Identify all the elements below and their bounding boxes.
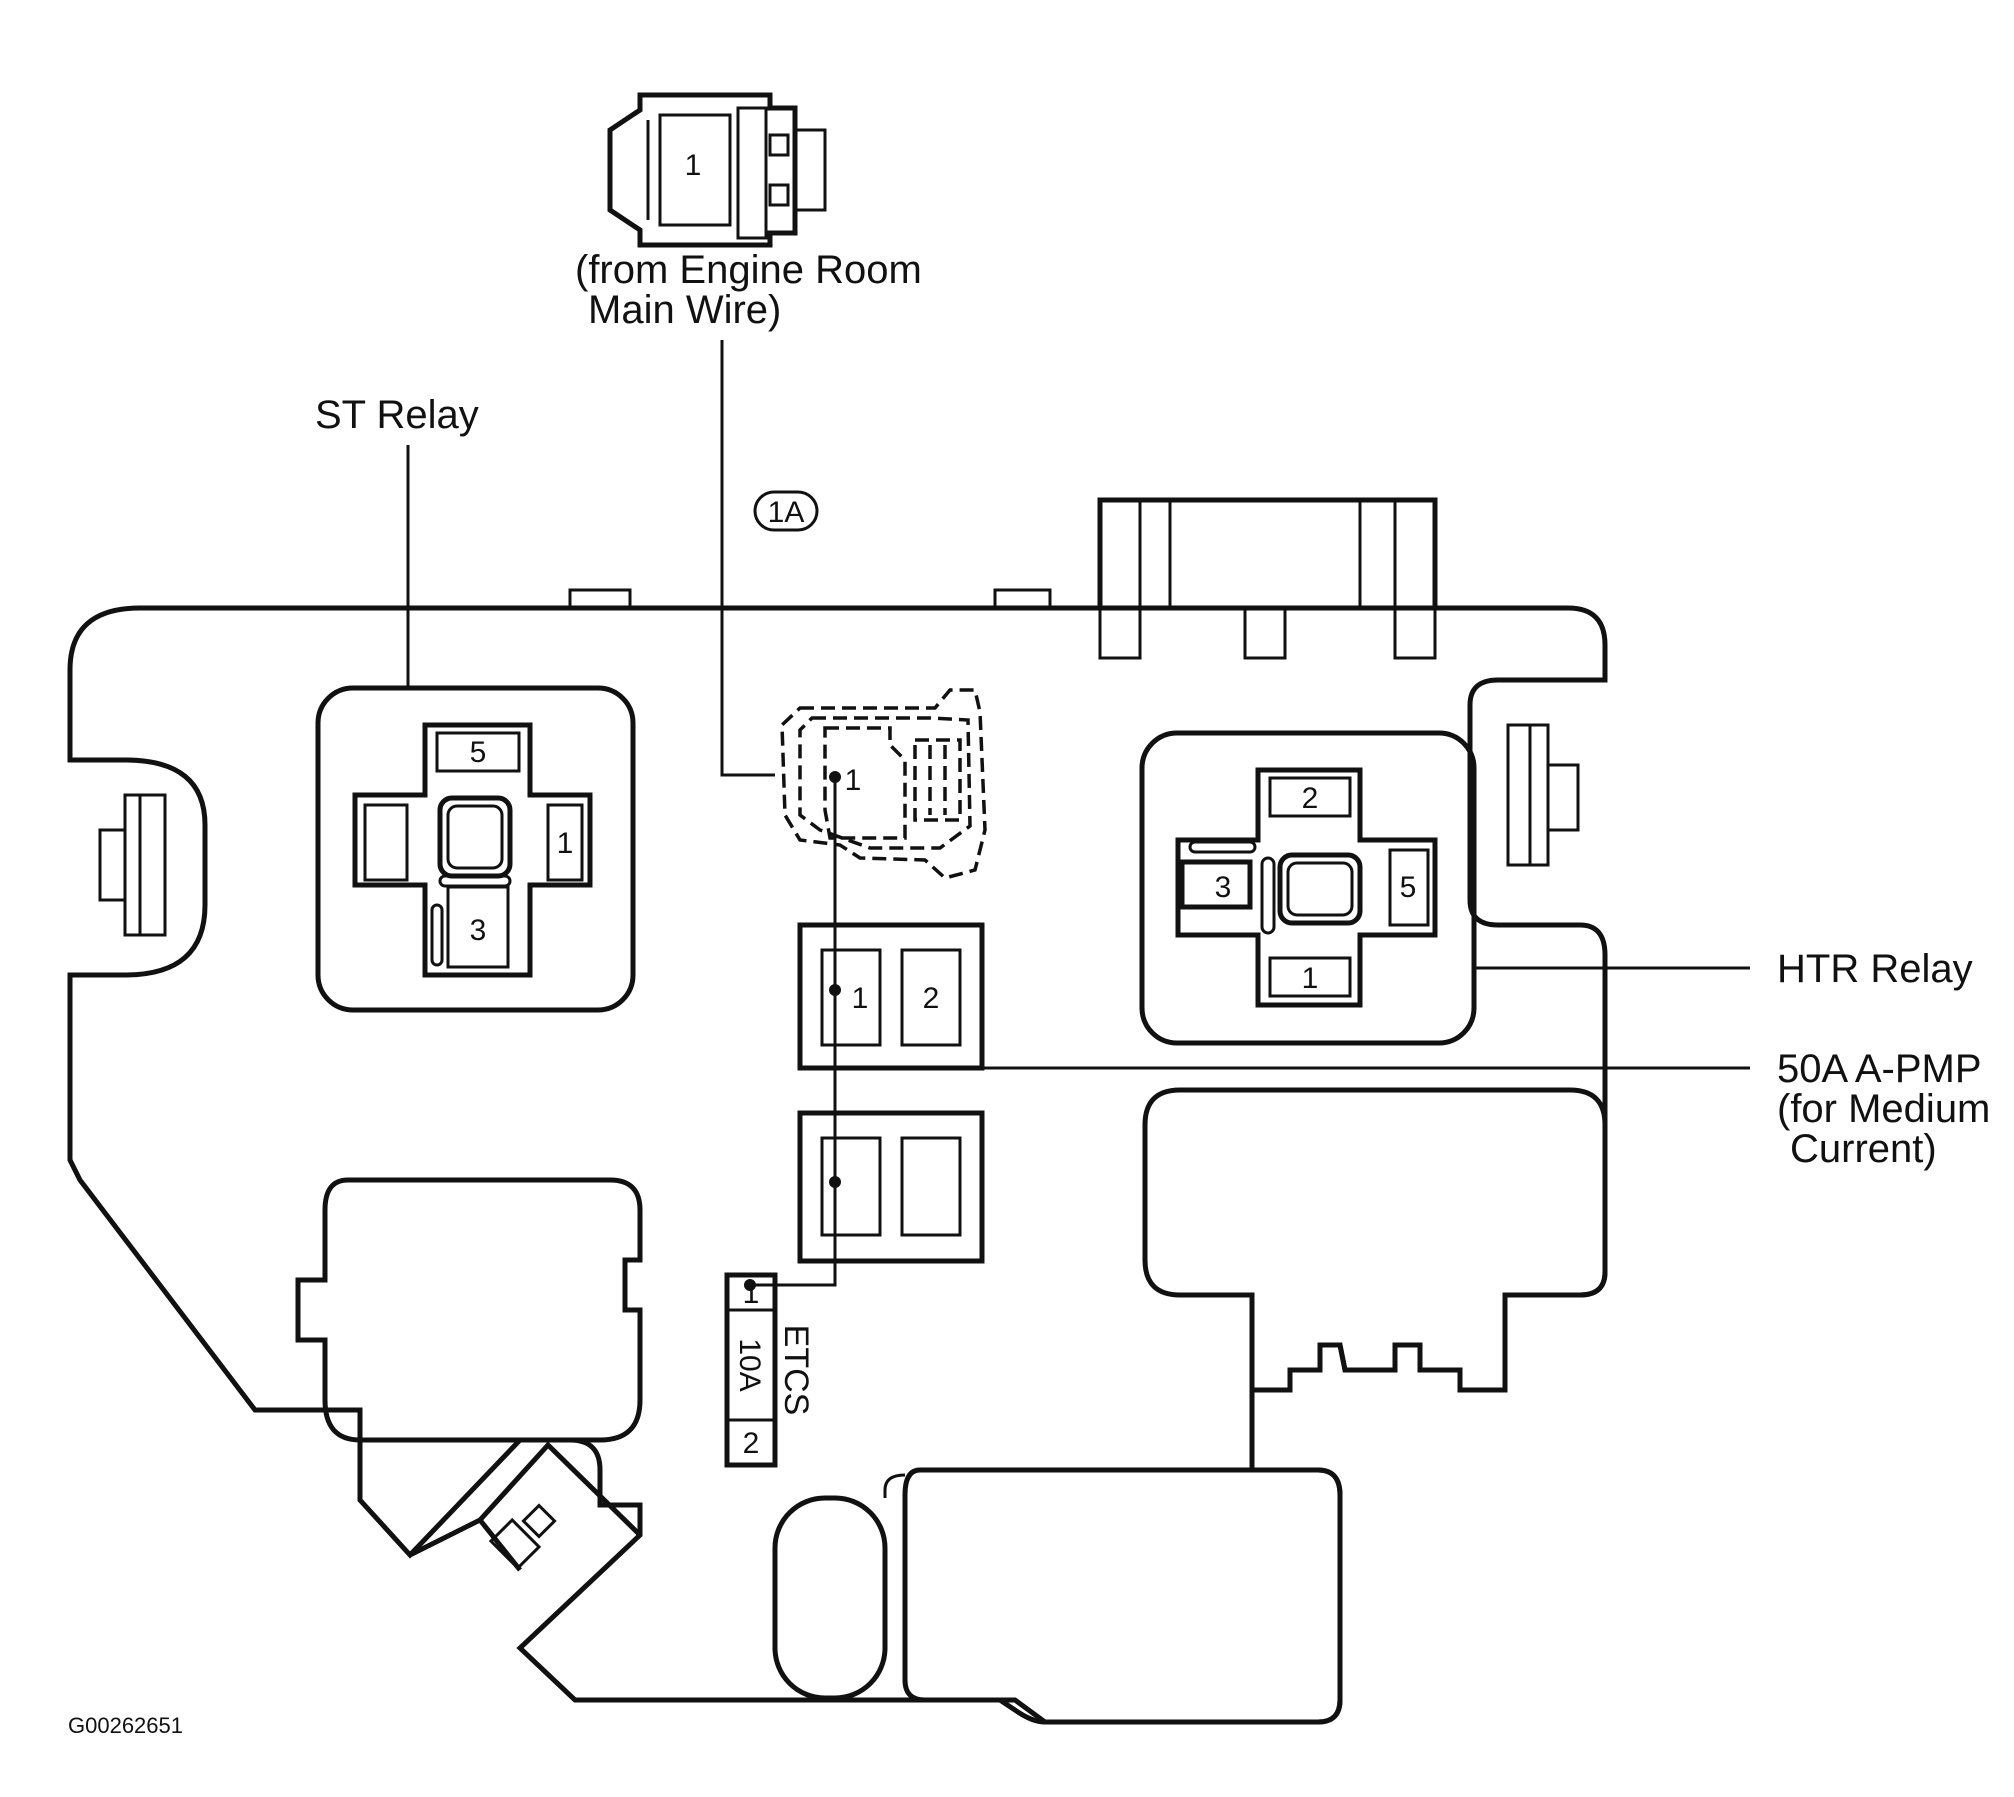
- bottom-left-block: [295, 1177, 643, 1443]
- apmp-label-line2: (for Medium: [1777, 1087, 1990, 1131]
- top-connector-pin: 1: [685, 149, 702, 182]
- top-right-bracket: [1097, 497, 1438, 660]
- connector-1a: [780, 688, 987, 880]
- top-connector: [607, 92, 827, 248]
- second-fuse: [797, 1110, 985, 1264]
- connector-code: 1A: [768, 496, 805, 529]
- etcs-fuse: [724, 1272, 778, 1468]
- htr-relay-pin-right: 5: [1400, 871, 1417, 904]
- apmp-pin-left: 1: [852, 982, 869, 1015]
- st-relay-pin-bottom: 3: [470, 914, 487, 947]
- etcs-rating: 10A: [733, 1338, 766, 1391]
- htr-relay: [1139, 730, 1477, 1046]
- htr-relay-label: HTR Relay: [1777, 947, 1973, 991]
- connector-1a-pin: 1: [845, 764, 862, 797]
- htr-relay-pin-left: 3: [1215, 871, 1232, 904]
- trace-node-apmp: [829, 984, 841, 996]
- etcs-pin-bottom: 2: [743, 1427, 760, 1460]
- apmp-pin-right: 2: [923, 982, 940, 1015]
- trace-node-connector: [829, 771, 841, 783]
- connector-source-label-line1: (from Engine Room: [575, 248, 922, 292]
- st-relay-pin-right: 1: [557, 827, 574, 860]
- htr-relay-pin-top: 2: [1302, 782, 1319, 815]
- figure-id: G00262651: [68, 1713, 183, 1738]
- right-large-block: [1142, 1087, 1608, 1393]
- apmp-label-line3: Current): [1790, 1127, 1937, 1171]
- bottom-right-block: [772, 1467, 1343, 1725]
- right-side-clip: [1506, 723, 1580, 867]
- htr-relay-pin-bottom: 1: [1302, 962, 1319, 995]
- diagonal-connector: [357, 1437, 642, 1572]
- apmp-fuse: [797, 922, 985, 1071]
- apmp-label-line1: 50A A-PMP: [1777, 1047, 1982, 1091]
- trace-node-etcs: [744, 1279, 756, 1291]
- connector-code-badge: 1A: [753, 490, 819, 532]
- etcs-label: ETCS: [777, 1325, 815, 1416]
- top-tab-left: [568, 588, 632, 610]
- st-relay-label: ST Relay: [315, 393, 479, 437]
- trace-node-second-fuse: [829, 1176, 841, 1188]
- circuit-trace: [750, 777, 837, 1287]
- connector-source-leader: [720, 340, 775, 777]
- top-tab-middle: [993, 588, 1052, 610]
- left-side-clip: [98, 793, 167, 937]
- connector-source-label-line2: Main Wire): [588, 288, 781, 332]
- st-relay: [315, 685, 636, 1013]
- st-relay-pin-top: 5: [470, 736, 487, 769]
